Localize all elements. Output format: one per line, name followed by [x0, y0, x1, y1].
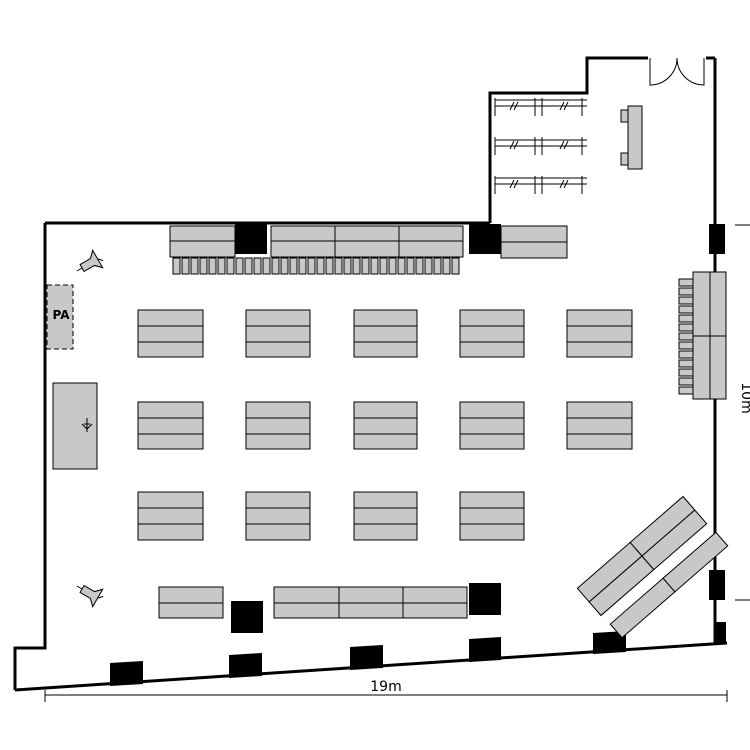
diagonal-tables-2: [609, 531, 729, 639]
diagonal-tables: [576, 495, 708, 617]
buffet-table: [334, 225, 400, 242]
right-side-tables: [678, 271, 727, 400]
pa-booth: PA: [46, 284, 74, 350]
buffet-table: [398, 240, 464, 258]
pillar: [231, 601, 263, 633]
table: [353, 309, 418, 327]
width-dimension: 19m: [44, 679, 728, 702]
buffet-table: [270, 225, 336, 242]
top-buffet-tables: [169, 225, 568, 259]
table: [353, 401, 418, 419]
pillar: [110, 661, 143, 686]
table: [459, 491, 525, 509]
table: [245, 309, 311, 327]
side-table: [709, 271, 727, 337]
annex-row-1: [494, 98, 587, 116]
annex-row-2: [494, 137, 587, 155]
stage: [52, 382, 98, 470]
pillar: [709, 224, 725, 254]
height-dimension-label: 10m: [738, 382, 750, 413]
table-row-2: [137, 401, 633, 450]
speaker-icon: [76, 584, 104, 608]
table: [566, 401, 633, 419]
bottom-table: [158, 586, 224, 604]
pillar: [469, 637, 501, 662]
table-grid: [137, 309, 633, 541]
table: [459, 401, 525, 419]
table: [137, 309, 204, 327]
bottom-table: [402, 602, 468, 619]
table: [245, 401, 311, 419]
bottom-table: [158, 602, 224, 619]
bottom-tables: [158, 586, 468, 619]
table-row-1: [137, 309, 633, 358]
buffet-table: [169, 225, 236, 242]
bottom-table: [402, 586, 468, 604]
bottom-table: [338, 586, 404, 604]
door-icon: [649, 57, 705, 86]
table: [566, 309, 633, 327]
pillar: [350, 645, 383, 670]
table: [459, 309, 525, 327]
buffet-table: [270, 240, 336, 258]
table-row-3: [137, 491, 525, 541]
pillar: [469, 224, 501, 254]
table: [137, 401, 204, 419]
speaker-icon: [76, 249, 104, 273]
buffet-table: [334, 240, 400, 258]
top-chair-row: [172, 257, 460, 275]
pillar: [716, 622, 726, 644]
table: [137, 491, 204, 509]
table: [353, 491, 418, 509]
wall-annex: [488, 56, 648, 223]
annex-side-table: [620, 105, 643, 170]
pillar: [229, 653, 262, 678]
wall-west: [13, 223, 47, 690]
pillar: [709, 570, 725, 600]
bottom-table: [338, 602, 404, 619]
diagonal-table: [662, 531, 729, 593]
side-table: [692, 335, 711, 400]
annex-row-3: [494, 176, 587, 194]
side-table: [692, 271, 711, 337]
buffet-table: [398, 225, 464, 242]
podium-icon: [81, 418, 93, 432]
annex-seating: [494, 98, 587, 194]
width-dimension-label: 19m: [370, 679, 401, 695]
side-table: [709, 335, 727, 400]
buffet-table: [500, 225, 568, 243]
diagonal-table: [641, 509, 708, 571]
buffet-table: [500, 241, 568, 259]
pa-label: PA: [53, 308, 71, 322]
buffet-table: [169, 240, 236, 258]
bottom-table: [273, 602, 340, 619]
table: [245, 491, 311, 509]
bottom-table: [273, 586, 340, 604]
pillars: [110, 224, 726, 686]
pillar: [469, 583, 501, 615]
height-dimension: 10m: [735, 224, 750, 601]
pillar: [235, 224, 267, 254]
pillar: [593, 631, 626, 654]
